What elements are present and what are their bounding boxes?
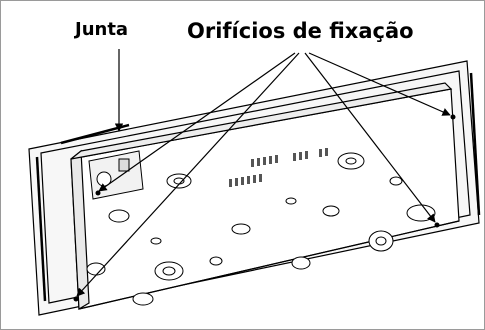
round-features — [86, 152, 436, 306]
hole-arrow-2 — [76, 52, 300, 297]
hole-arrow-3 — [304, 52, 436, 223]
vent-slots — [229, 148, 328, 187]
gasket-label: Junta — [75, 19, 129, 40]
leader-arrows — [76, 49, 451, 297]
hole-arrow-4 — [308, 52, 451, 116]
base-body — [70, 82, 460, 311]
mounting-holes-label: Orifícios de fixação — [187, 19, 414, 43]
mounting-holes — [73, 114, 456, 302]
hole-arrow-1 — [98, 52, 296, 192]
